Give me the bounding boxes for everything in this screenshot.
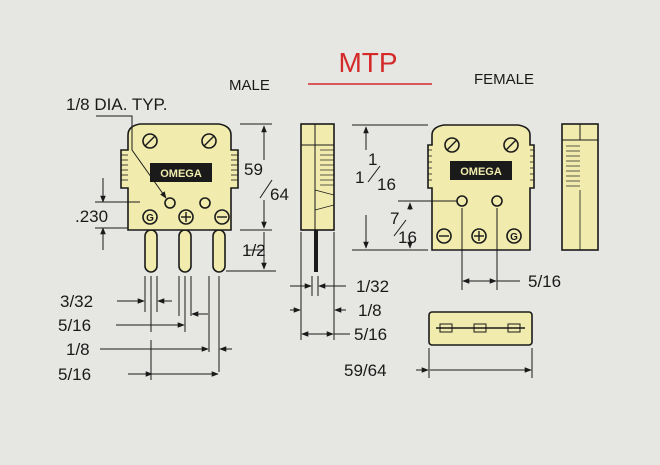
- male-pin-middle: [178, 229, 192, 273]
- male-brand-plate: [150, 163, 212, 182]
- dim-1-8-side: 1/8: [358, 301, 382, 320]
- male-bottom-dims: 3/32 5/16 1/8 5/16: [58, 276, 232, 384]
- dim-1-8-left: 1/8: [66, 340, 90, 359]
- male-grip-left: [121, 154, 128, 181]
- male-pin-right: [212, 229, 226, 273]
- male-heading: MALE: [229, 77, 270, 94]
- dim-5-16-side: 5/16: [354, 325, 387, 344]
- female-ground-symbol: G: [510, 232, 518, 243]
- dim-5-16-b: 5/16: [58, 365, 91, 384]
- dim-1-2: 1/2: [242, 241, 266, 260]
- dia-typ-leader: [96, 115, 167, 199]
- male-pin-left: [144, 229, 158, 273]
- male-side-body: [300, 123, 335, 231]
- dim-1-1-16-den: 16: [377, 175, 396, 194]
- dim-7-16-num: 7: [390, 209, 399, 228]
- female-bottom-view: [428, 311, 533, 346]
- male-side-pin: [314, 230, 318, 272]
- female-connector: OMEGA G: [427, 124, 535, 251]
- dim-dia-typ: 1/8 DIA. TYP.: [66, 95, 167, 114]
- female-hole-right: [491, 195, 503, 207]
- male-ground-symbol: G: [146, 213, 154, 224]
- dim-1-1-16-whole: 1: [355, 168, 364, 187]
- dim-230: .230: [75, 207, 108, 226]
- dim-59-64-bottom: 59/64: [344, 361, 387, 380]
- dim-5-16-a: 5/16: [58, 316, 91, 335]
- female-ground-icon: [506, 228, 522, 244]
- male-hole-right: [199, 197, 211, 209]
- female-brand-text: OMEGA: [460, 166, 502, 178]
- male-brand-text: OMEGA: [160, 168, 202, 180]
- male-side-view: 1/32 1/8 5/16: [290, 123, 389, 344]
- male-connector: OMEGA G: [120, 123, 239, 273]
- dim-59-num: 59: [244, 160, 263, 179]
- dim-3-32: 3/32: [60, 292, 93, 311]
- male-grip-right: [231, 154, 238, 181]
- male-hole-left: [164, 197, 176, 209]
- dim-5-16-female: 5/16: [528, 272, 561, 291]
- title-text: MTP: [338, 47, 397, 78]
- female-heading: FEMALE: [474, 71, 534, 88]
- female-side-view: [561, 123, 599, 251]
- dim-1-32: 1/32: [356, 277, 389, 296]
- dim-1-1-16-num: 1: [368, 150, 377, 169]
- female-body: [427, 124, 535, 251]
- female-hole-left: [456, 195, 468, 207]
- female-brand-plate: [450, 161, 512, 180]
- dim-64-den: 64: [270, 185, 289, 204]
- male-ground-icon: [142, 209, 158, 225]
- dim-7-16-den: 16: [398, 228, 417, 247]
